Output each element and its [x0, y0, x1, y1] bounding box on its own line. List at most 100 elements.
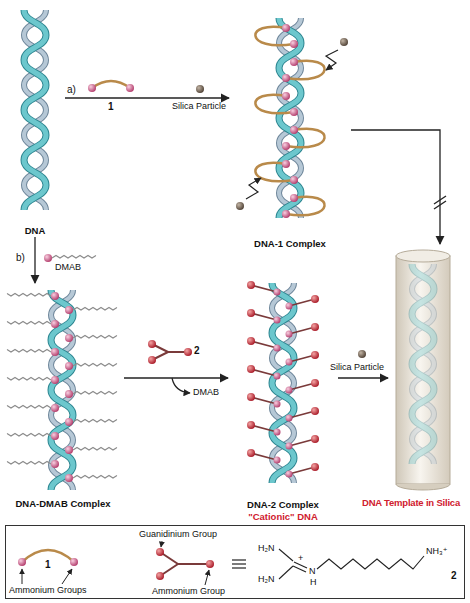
dna-1-complex — [290, 40, 298, 48]
dna-2-complex — [251, 369, 277, 376]
dna-dmab-complex — [51, 340, 73, 390]
dna-2-complex — [289, 439, 315, 446]
caption-group: DNA-1 Complex — [199, 238, 381, 250]
dna-1-complex — [290, 58, 298, 66]
repelled-particle — [236, 38, 348, 210]
legend-molecule-1 — [18, 558, 26, 566]
dna-1-complex — [290, 126, 298, 134]
dna-1-complex — [255, 18, 324, 218]
callout-number: 2 — [194, 345, 200, 356]
dna-1-complex — [282, 24, 298, 218]
dna-2-complex — [289, 299, 315, 306]
dna-1-complex — [282, 210, 290, 218]
legend-molecule-1 — [22, 569, 23, 584]
dna-2-complex — [272, 383, 294, 433]
dna-dmab-complex — [51, 292, 73, 482]
equivalence-sign — [232, 563, 246, 564]
legend-text: Ammonium Group — [152, 586, 225, 597]
break-mark — [434, 201, 446, 209]
dmab-molecule — [44, 254, 96, 262]
dna-2-complex — [247, 449, 255, 457]
dna-dmab-complex — [73, 448, 117, 451]
dna-2-complex — [251, 453, 277, 460]
silica-cylinder — [396, 250, 450, 490]
legend-text: Guanidinium Group — [139, 529, 217, 540]
dna-dmab-complex — [51, 320, 59, 328]
template-figure: DNA Template in Silica — [388, 244, 460, 509]
dna-1-complex — [279, 168, 301, 218]
legend-text: 2 — [451, 570, 457, 581]
step-label: a) — [67, 84, 76, 95]
dna-2-complex — [311, 435, 319, 443]
dna-2-complex — [286, 331, 293, 338]
dna-2-complex — [274, 373, 281, 380]
reaction-arrow — [34, 237, 35, 283]
repelled-particle — [236, 202, 244, 210]
legend-molecule-1 — [70, 558, 78, 566]
dna-helix — [24, 10, 46, 60]
silica-cylinder — [412, 264, 434, 314]
legend-molecule-1 — [18, 550, 78, 584]
reaction-arrow — [124, 377, 228, 378]
dna-2-complex — [274, 289, 293, 478]
linker-molecule — [92, 81, 130, 88]
dna-2-complex — [251, 285, 315, 474]
dna-dmab-complex — [73, 364, 117, 367]
silica-particle — [358, 350, 366, 358]
step-label: b) — [16, 252, 25, 263]
legend-text: N — [309, 566, 316, 577]
dna-1-complex — [282, 160, 290, 168]
dna-dmab-complex — [51, 460, 59, 468]
break-mark — [434, 196, 446, 204]
dna-1-complex — [282, 74, 290, 82]
dna-dmab-complex — [51, 404, 59, 412]
dna-2-complex — [247, 337, 255, 345]
structure-bonds — [279, 549, 293, 561]
dna-2-complex — [251, 341, 277, 348]
legend-molecule-2 — [156, 572, 164, 580]
legend-molecule-2 — [206, 560, 214, 568]
dna-dmab-complex — [7, 322, 51, 325]
dna-2-complex — [289, 327, 315, 334]
dna-2-complex — [289, 355, 315, 362]
dna-2-complex — [247, 281, 319, 483]
complex-figure: DNA-DMAB Complex — [2, 283, 124, 510]
dna-1-complex — [282, 142, 290, 150]
legend-text: H₂N — [258, 543, 275, 554]
dna-1-complex — [290, 108, 298, 116]
dna-2-complex — [247, 309, 255, 317]
dna-2-complex — [311, 407, 319, 415]
dna-dmab-complex — [7, 350, 51, 353]
dna-dmab-complex — [73, 392, 117, 395]
figure-caption: "Cationic" DNA — [198, 511, 368, 523]
dna-2-complex — [247, 393, 255, 401]
dna-2-complex — [274, 429, 281, 436]
dna-dmab-complex — [51, 292, 59, 300]
dna-helix — [24, 60, 46, 110]
repelled-particle — [340, 38, 348, 46]
dna-dmab-complex — [7, 406, 51, 409]
dna-2-complex — [247, 281, 319, 471]
dna-2-complex — [272, 333, 294, 383]
dna-2-complex — [251, 313, 277, 320]
legend-text: + — [298, 553, 303, 564]
dna-dmab-complex — [7, 462, 51, 465]
legend-molecule-2 — [205, 570, 209, 585]
dna-2-complex — [274, 289, 281, 296]
dna-2-complex — [311, 379, 319, 387]
dna-dmab-complex — [51, 440, 73, 490]
silica-cylinder — [396, 250, 450, 262]
dna-2-complex — [286, 387, 293, 394]
legend-text: NH₃⁺ — [426, 546, 447, 557]
equivalence-sign — [232, 559, 246, 560]
dna-dmab-complex — [65, 474, 73, 482]
dna-dmab-complex — [51, 376, 59, 384]
figure-caption: DNA-DMAB Complex — [0, 498, 154, 510]
dna-dmab-complex — [51, 390, 73, 440]
complex-figure: DNA-2 Complex"Cationic" DNA — [228, 276, 338, 523]
callout-number: 1 — [108, 101, 114, 112]
dna-1-complex — [255, 27, 324, 216]
legend-molecule-2 — [156, 548, 164, 556]
dna-dmab-complex — [65, 418, 73, 426]
equivalence-sign — [232, 560, 246, 568]
